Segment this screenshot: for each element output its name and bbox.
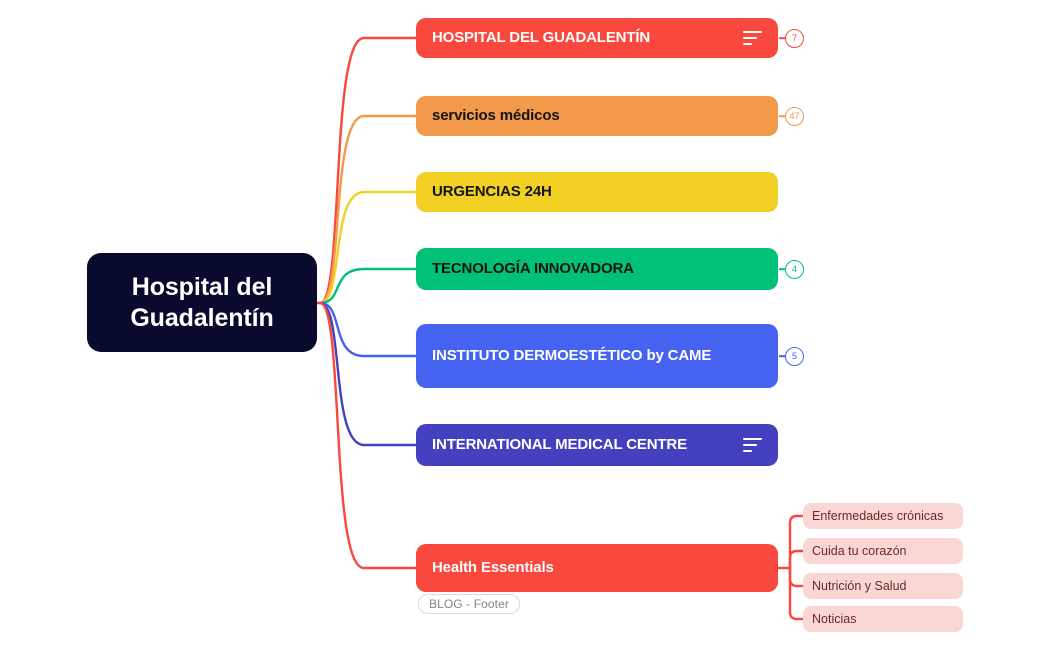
connector-line (318, 301, 418, 570)
root-node-label: Hospital del Guadalentín (130, 273, 274, 332)
child-count-badge[interactable]: 47 (779, 106, 804, 126)
connector-line (318, 267, 418, 305)
sub-node[interactable]: Noticias (803, 606, 963, 632)
connector-line (318, 301, 418, 358)
sub-node[interactable]: Cuida tu corazón (803, 538, 963, 564)
notes-icon[interactable] (743, 438, 762, 452)
connector-line (788, 549, 805, 570)
sub-node-label: Noticias (812, 611, 857, 626)
sub-node-label: Nutrición y Salud (812, 578, 907, 593)
badge-stub (779, 268, 786, 270)
branch-node-label: servicios médicos (432, 106, 560, 124)
child-count-value: 7 (791, 33, 797, 43)
sub-node[interactable]: Nutrición y Salud (803, 573, 963, 599)
badge-stub (779, 355, 786, 357)
branch-node[interactable]: INTERNATIONAL MEDICAL CENTRE (416, 424, 778, 466)
child-count-badge[interactable]: 4 (779, 259, 804, 279)
tag-blog-footer[interactable]: BLOG - Footer (418, 594, 520, 614)
connector-line (318, 114, 418, 305)
child-count-badge[interactable]: 7 (779, 28, 804, 48)
child-count-value: 47 (789, 111, 800, 121)
child-count-badge[interactable]: 5 (779, 346, 804, 366)
connector-line (788, 566, 805, 588)
branch-node-label: Health Essentials (432, 558, 554, 576)
branch-node[interactable]: INSTITUTO DERMOESTÉTICO by CAME (416, 324, 778, 388)
branch-node-label: INSTITUTO DERMOESTÉTICO by CAME (432, 346, 712, 364)
connector-line (318, 301, 418, 447)
badge-stub (779, 115, 786, 117)
sub-node[interactable]: Enfermedades crónicas (803, 503, 963, 529)
branch-node[interactable]: Health Essentials (416, 544, 778, 592)
root-node[interactable]: Hospital del Guadalentín (87, 253, 317, 352)
child-count-value: 5 (791, 351, 797, 361)
badge-stub (779, 37, 786, 39)
child-count-value: 4 (791, 264, 797, 274)
branch-node[interactable]: servicios médicos (416, 96, 778, 136)
connector-line (318, 190, 418, 305)
branch-node-label: INTERNATIONAL MEDICAL CENTRE (432, 435, 687, 453)
sub-node-label: Enfermedades crónicas (812, 508, 944, 523)
branch-node-label: TECNOLOGÍA INNOVADORA (432, 259, 634, 277)
branch-node-label: HOSPITAL DEL GUADALENTÍN (432, 28, 651, 46)
notes-icon[interactable] (743, 31, 762, 45)
branch-node[interactable]: TECNOLOGÍA INNOVADORA (416, 248, 778, 290)
connector-line (788, 514, 805, 570)
branch-node[interactable]: URGENCIAS 24H (416, 172, 778, 212)
branch-node-label: URGENCIAS 24H (432, 182, 552, 200)
branch-node[interactable]: HOSPITAL DEL GUADALENTÍN (416, 18, 778, 58)
connector-line (788, 566, 805, 621)
connector-line (318, 36, 418, 305)
sub-node-label: Cuida tu corazón (812, 543, 907, 558)
